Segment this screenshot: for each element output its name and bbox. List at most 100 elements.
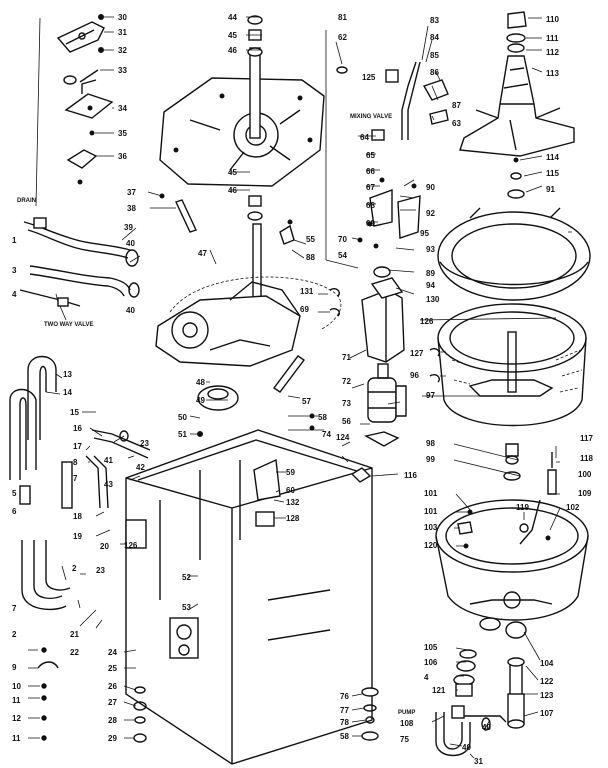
callout: 121 [432,686,446,695]
callout: 34 [118,104,127,113]
hose-part-14 [9,388,37,480]
bracket-part-31 [56,21,105,53]
callout: 127 [410,349,424,358]
callout: 68 [366,201,375,210]
pump-hose-part-107-108 [435,705,507,757]
callout: 46 [228,46,237,55]
tub-ring-part-91 [437,207,591,301]
screw-part-30 [98,14,104,20]
callout: 21 [70,630,79,639]
washer-part-62 [336,66,348,74]
leader-lines [28,16,572,759]
callout: 106 [424,658,438,667]
callout: 51 [178,430,187,439]
callout: 114 [546,153,559,162]
callout: 7 [12,604,17,613]
outer-tub-part-100 [435,499,589,621]
callout: 13 [63,370,72,379]
callout: 113 [546,69,559,78]
callout: 130 [426,295,440,304]
callout: 124 [336,433,350,442]
callout: 67 [366,183,375,192]
callout: 111 [546,34,559,43]
callout: 39 [124,223,133,232]
callout: 69 [300,305,309,314]
callout: 4 [424,673,429,682]
callout: 92 [426,209,435,218]
bearing-part-97-98 [503,443,521,481]
callout: 2 [72,564,77,573]
hose-part-3 [29,265,131,297]
tub-seal-part-120 [479,617,527,639]
note-mixing-valve: MIXING VALVE [350,114,392,120]
motor-cover-part-71 [361,289,405,363]
callout: 57 [302,397,311,406]
callout: 50 [178,413,187,422]
callout: 62 [338,33,347,42]
callout: 27 [108,698,117,707]
shaft-part-45 [247,15,263,139]
callout: 117 [580,434,593,443]
callout: 107 [540,709,554,718]
fan-part-74 [364,431,400,447]
callout: 109 [578,489,592,498]
callout: 66 [366,167,375,176]
callout: 101 [424,489,438,498]
callout: 36 [118,152,127,161]
callout: 56 [342,417,351,426]
callout: 55 [306,235,315,244]
valve-part-4 [19,289,81,307]
callout: 48 [196,378,205,387]
agitator-part-112 [459,55,575,157]
callout: 41 [104,456,113,465]
bracket-part-66-90 [369,189,421,239]
callout: 16 [73,424,82,433]
callout: 99 [426,455,435,464]
callout: 71 [342,353,351,362]
callout: 33 [118,66,127,75]
callout: 46 [228,186,237,195]
callout: 98 [426,439,435,448]
callout: 126 [124,541,138,550]
callout: 74 [322,430,331,439]
callout: 78 [340,718,349,727]
callout: 59 [286,468,295,477]
callout: 9 [12,663,17,672]
callout: 42 [136,463,145,472]
callout: 100 [578,470,592,479]
callout: 58 [340,732,349,741]
callout: 105 [424,643,438,652]
callout: 90 [426,183,435,192]
callout: 116 [404,471,417,480]
callout: 29 [108,734,117,743]
callout: 47 [198,249,207,258]
clip-part-54-55 [279,219,295,245]
callout: 31 [118,28,127,37]
callout: 94 [426,281,435,290]
bearing-part-46 [247,47,263,221]
drain-pipe-part-121-123 [507,657,525,729]
callout: 64 [360,133,369,142]
pump-assembly-part-104-106 [453,649,477,697]
callout: 60 [286,486,295,495]
callout: 4 [12,290,17,299]
callout: 17 [73,442,82,451]
callout: 1 [12,236,17,245]
callout: 75 [400,735,409,744]
callout: 54 [338,251,347,260]
hose-part-2-7 [19,461,73,611]
callout: 26 [108,682,117,691]
switch-part-128 [255,511,275,527]
hose-part-15-16 [91,429,151,459]
transmission-part-48 [155,223,301,367]
callout: 63 [452,119,461,128]
drain-hose-part-39 [23,217,131,259]
callout: 28 [108,716,117,725]
callout: 31 [474,757,483,766]
callout: 81 [338,13,347,22]
callout: 11 [12,734,21,743]
wire-harness-part-81 [325,30,359,269]
callout: 128 [286,514,300,523]
callout: 5 [12,489,17,498]
